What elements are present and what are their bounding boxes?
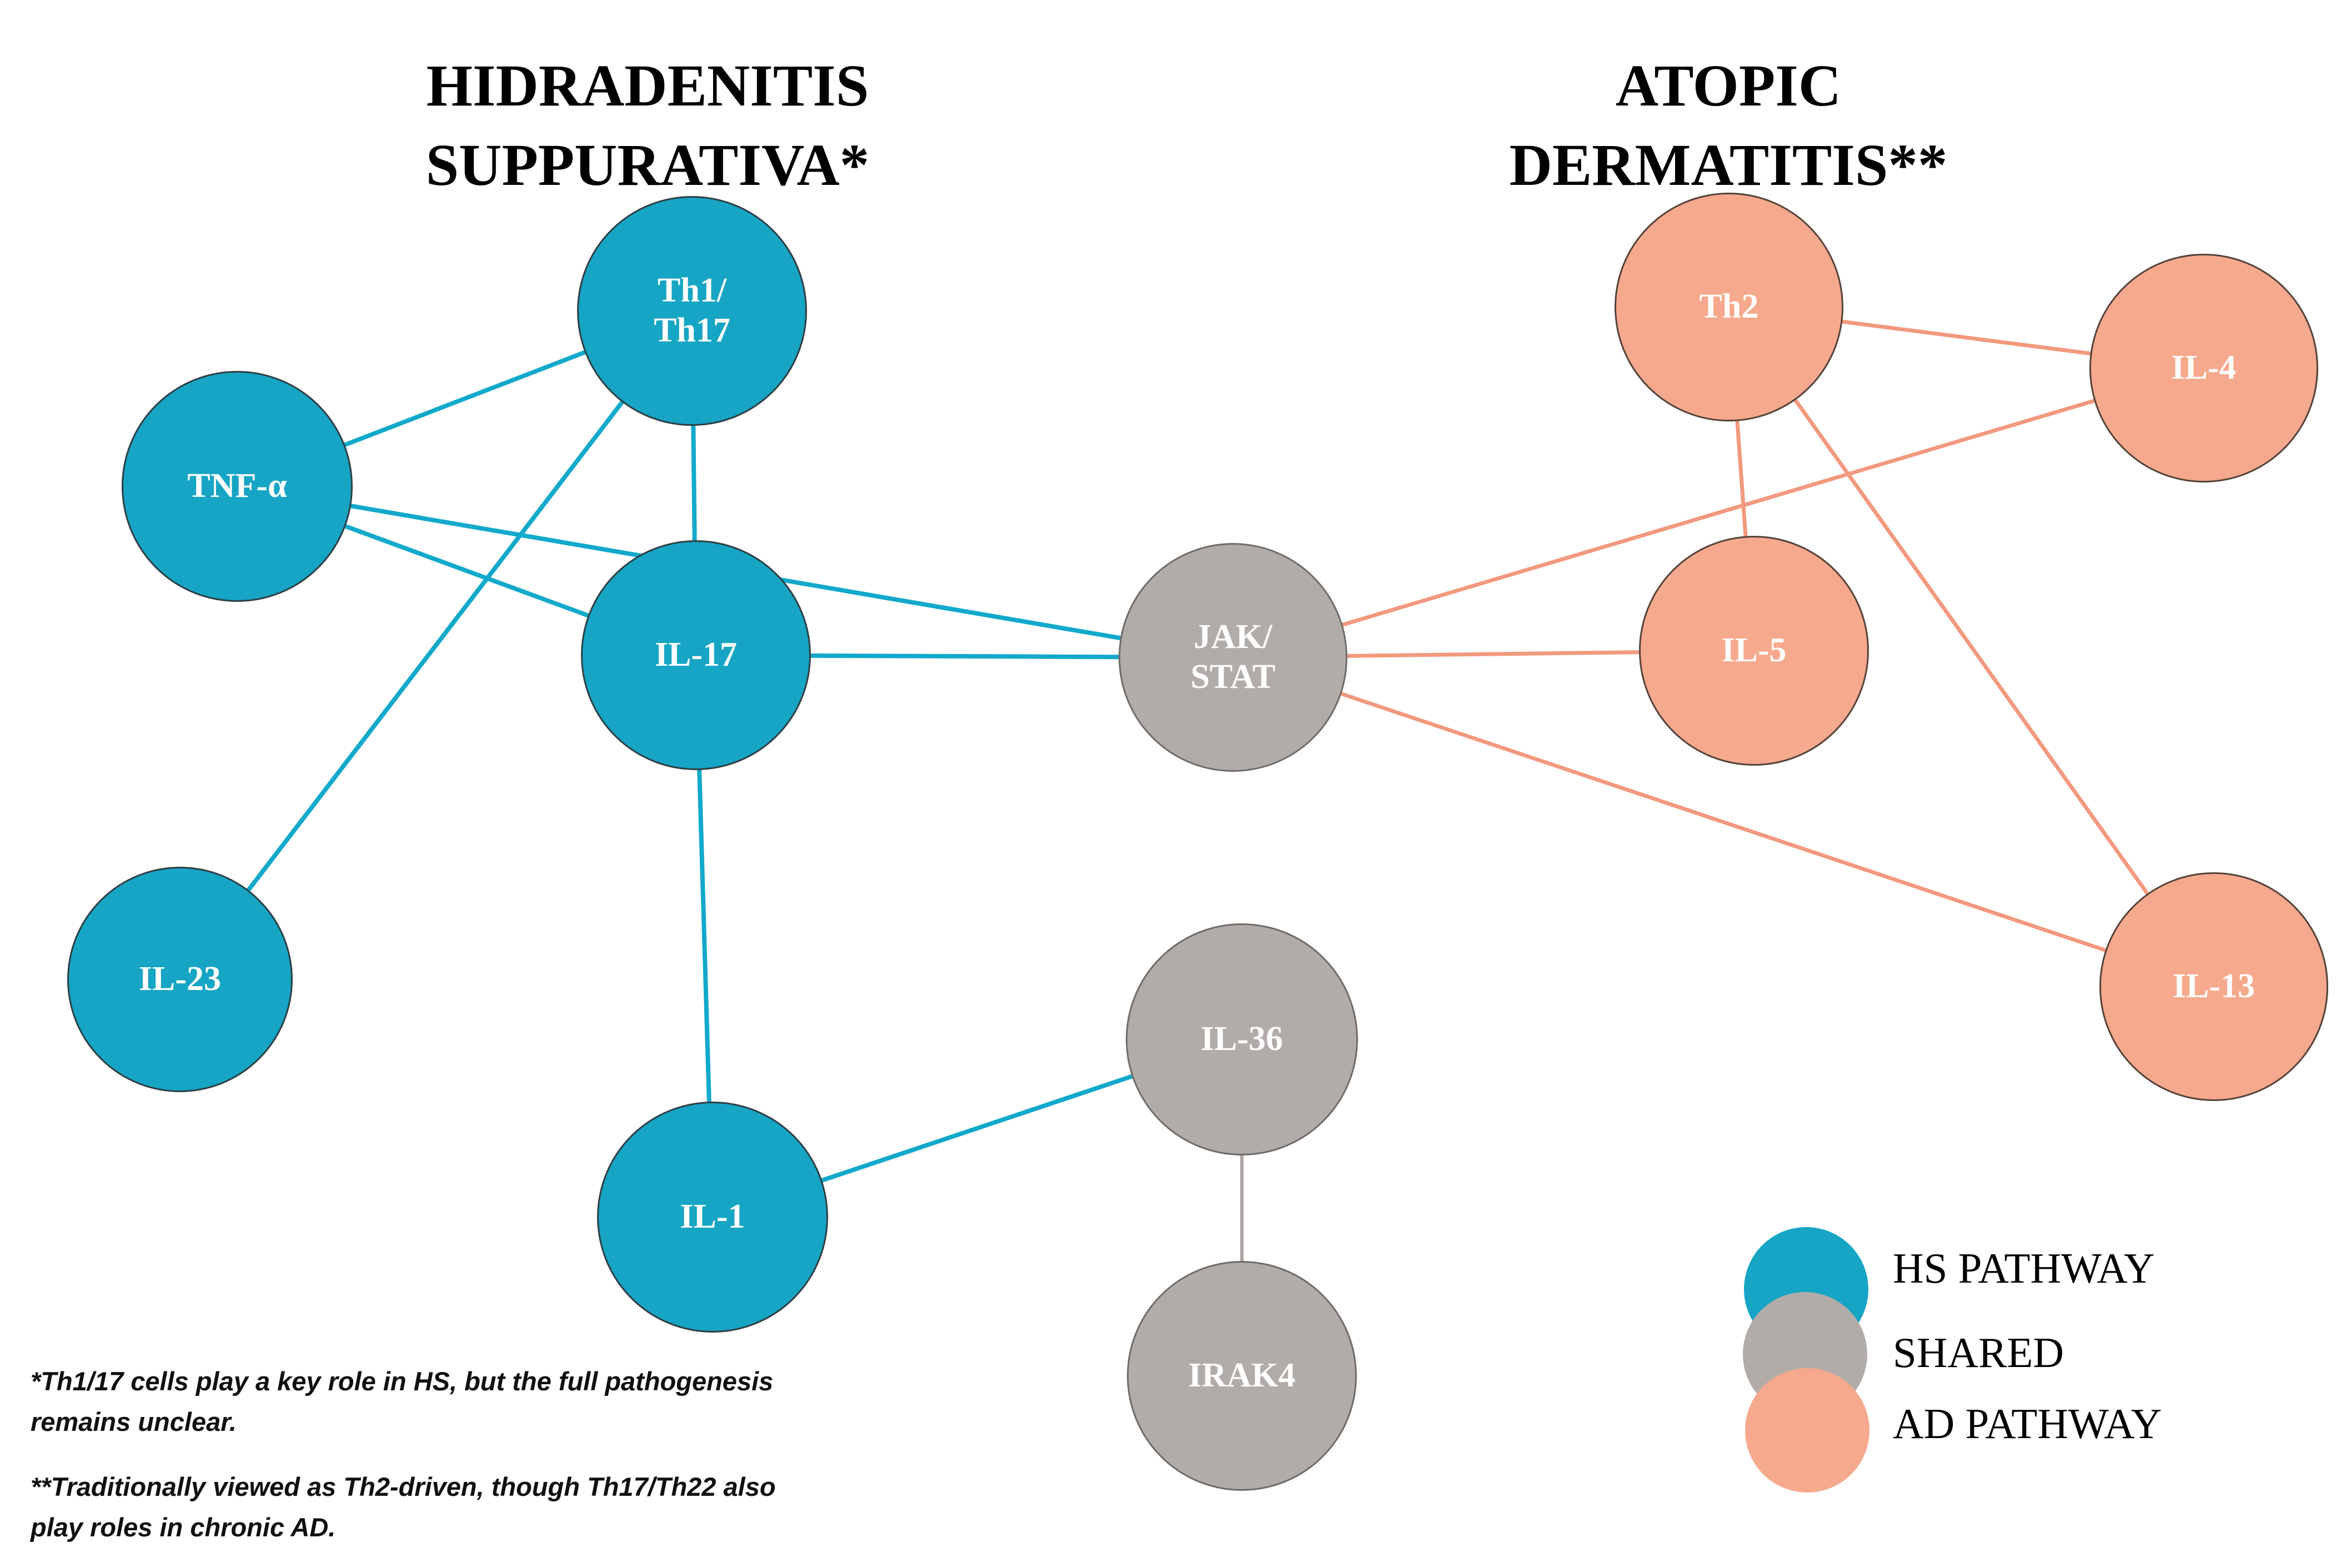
legend-swatch-ad [1745,1368,1869,1492]
node-il-17: IL-17 [581,540,811,770]
node-label-il-17: IL-17 [654,636,738,674]
node-label-il-4: IL-4 [2171,349,2237,387]
title-hidradenitis-suppurativa: HIDRADENITIS SUPPURATIVA* [425,53,870,199]
node-il-23: IL-23 [67,867,293,1092]
node-il-13: IL-13 [2099,872,2328,1101]
node-label-th1-th17: Th1/ Th17 [654,272,730,349]
node-label-il-23: IL-23 [138,960,222,998]
title-atopic-dermatitis: ATOPIC DERMATITIS** [1509,53,1948,199]
node-irak4: IRAK4 [1127,1261,1357,1491]
node-label-il-13: IL-13 [2172,967,2255,1006]
node-th1-th17: Th1/ Th17 [577,196,807,426]
footnote-ad: **Traditionally viewed as Th2-driven, th… [31,1472,776,1542]
node-label-tnf-alpha: TNF-α [187,467,287,505]
node-il-4: IL-4 [2089,254,2318,483]
node-label-il-36: IL-36 [1200,1020,1284,1058]
node-th2: Th2 [1615,193,1843,421]
node-label-th2: Th2 [1699,288,1759,326]
node-label-il-1: IL-1 [680,1198,745,1236]
footnote-hs: *Th1/17 cells play a key role in HS, but… [31,1366,774,1436]
edge-th2-il-13 [1727,305,2215,988]
node-jak-stat: JAK/ STAT [1119,543,1347,772]
node-label-il-5: IL-5 [1721,631,1787,670]
legend-label-ad-pathway: AD PATHWAY [1893,1400,2162,1448]
node-il-5: IL-5 [1639,536,1869,766]
node-label-irak4: IRAK4 [1188,1356,1296,1395]
legend-label-shared: SHARED [1893,1329,2064,1376]
edge-jak-stat-il-13 [1232,655,2215,989]
node-il-1: IL-1 [597,1102,828,1333]
node-label-jak-stat: JAK/ STAT [1190,618,1276,696]
node-il-36: IL-36 [1126,923,1358,1155]
node-tnf-alpha: TNF-α [122,371,353,602]
edge-jak-stat-il-4 [1232,366,2204,660]
legend-label-hs-pathway: HS PATHWAY [1893,1244,2155,1292]
edge-th1-th17-il-23 [178,309,694,981]
